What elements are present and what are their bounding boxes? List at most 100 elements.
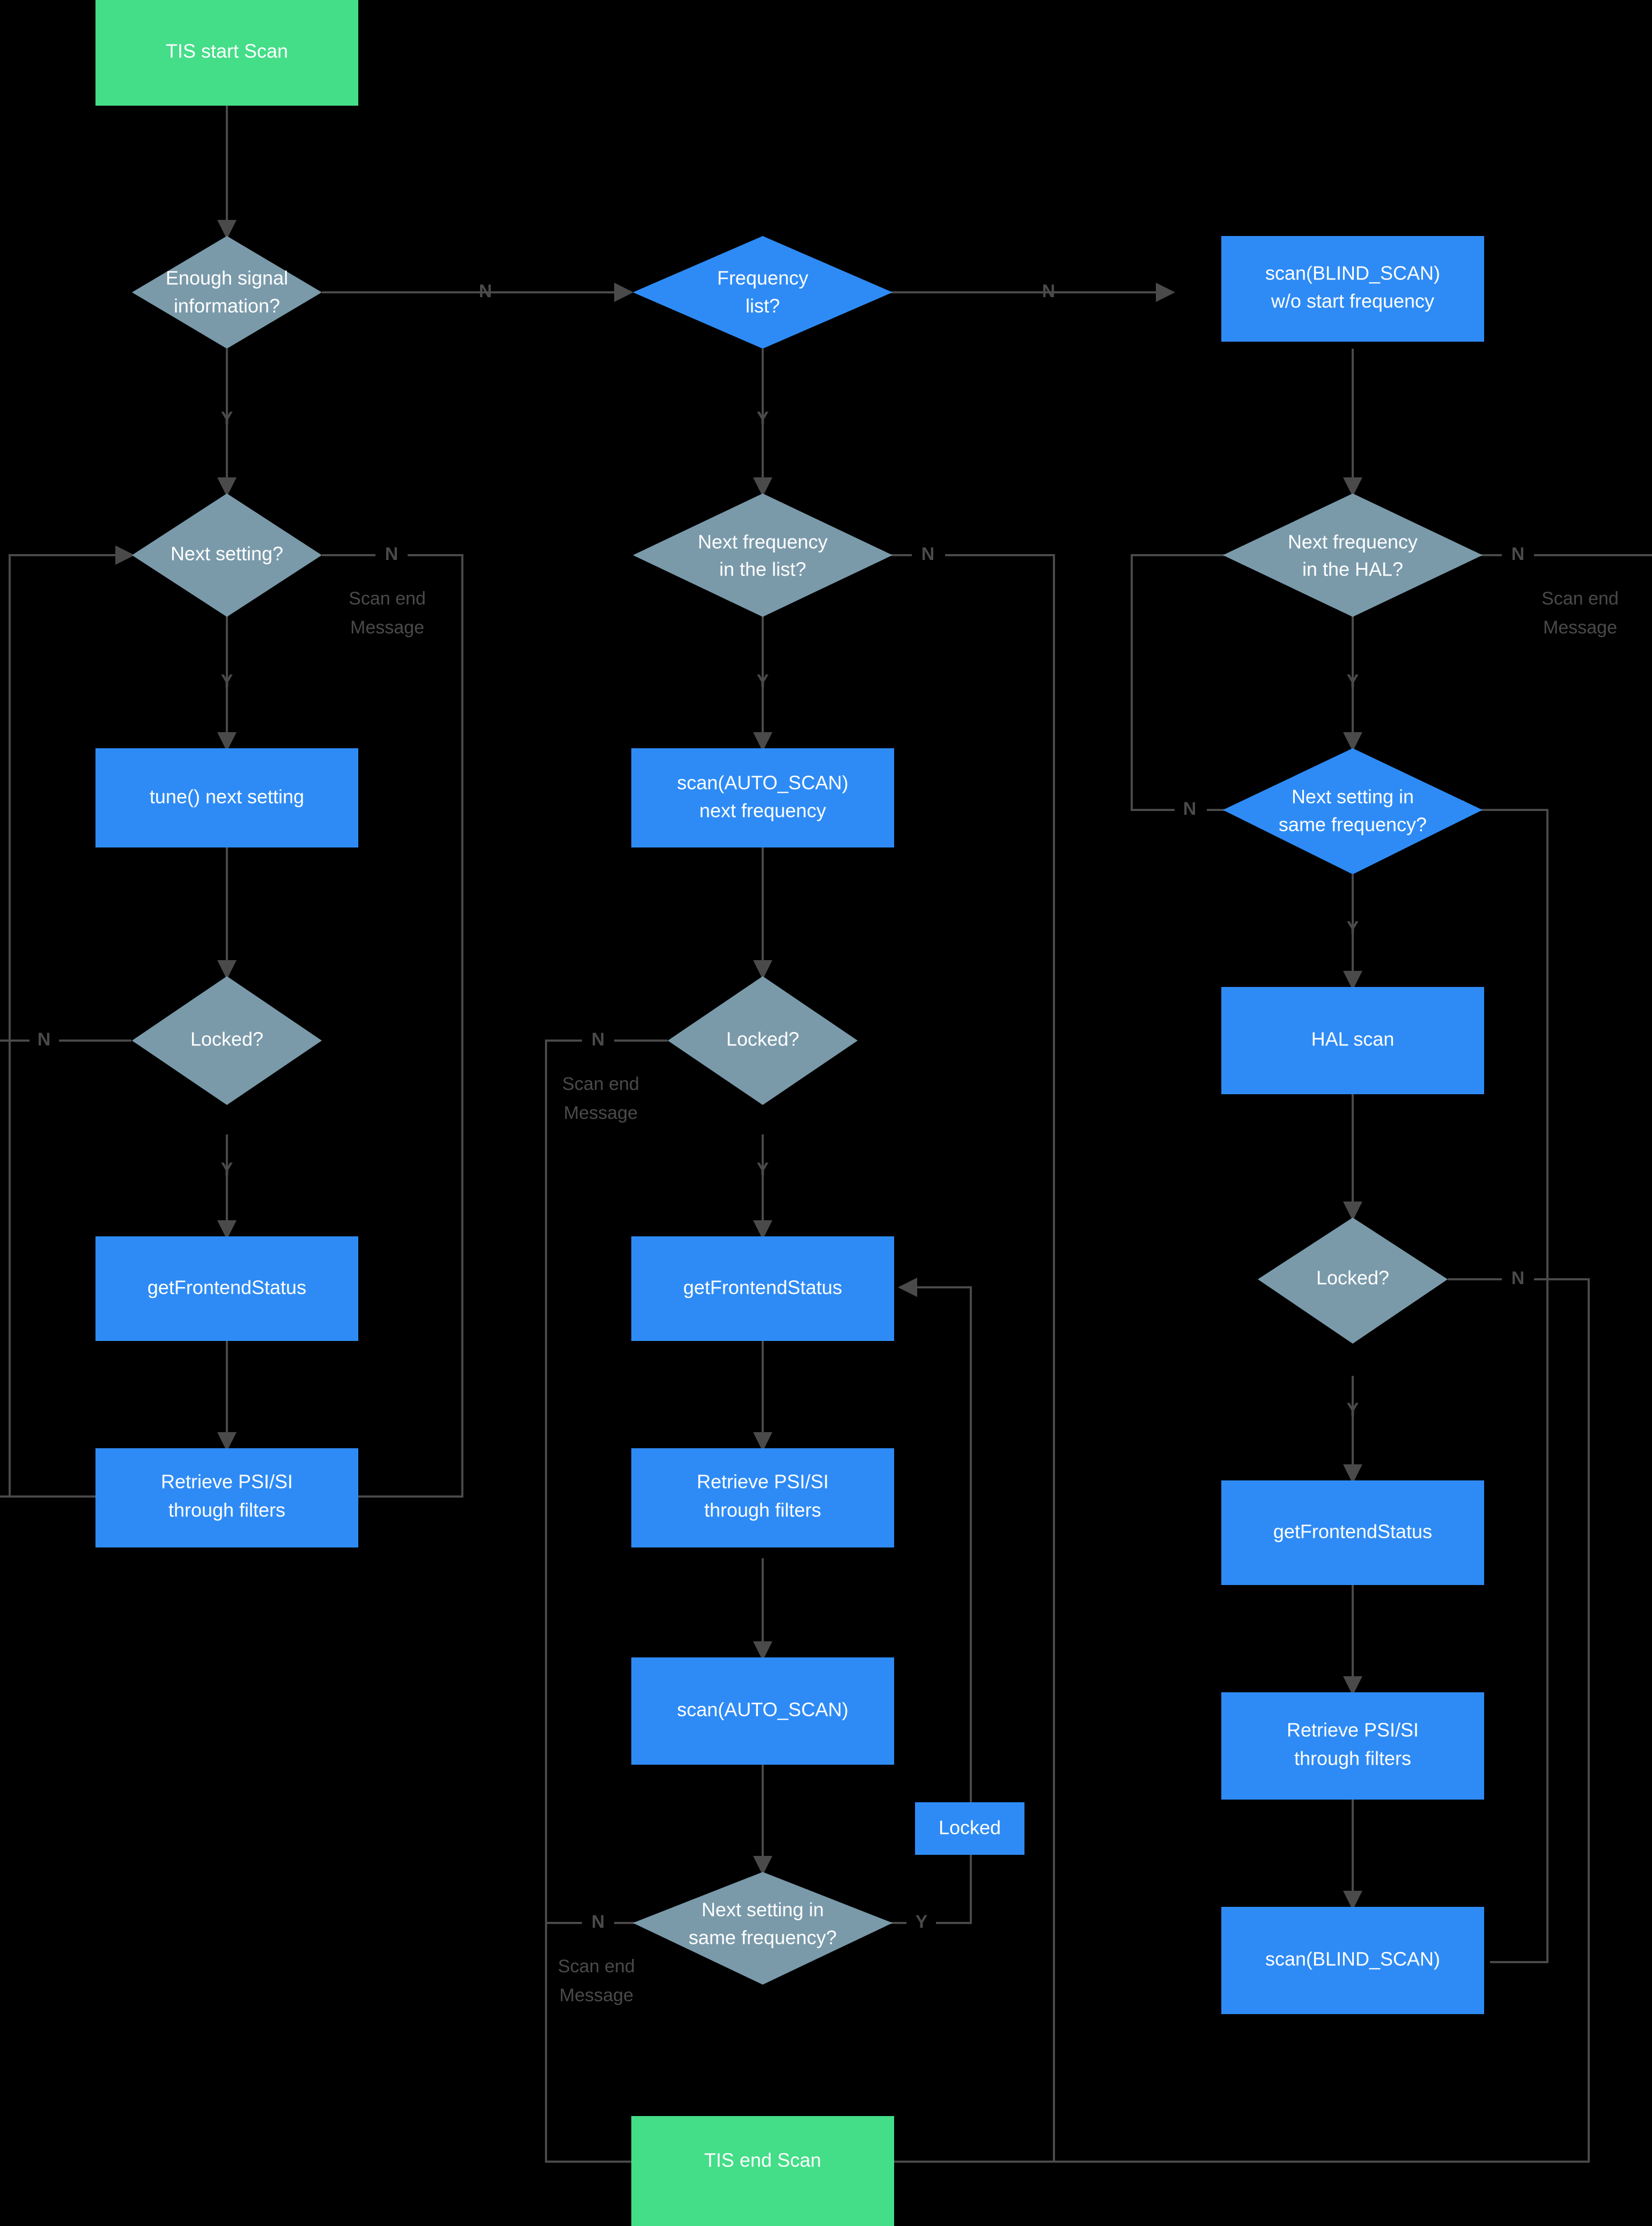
start-shape (95, 0, 358, 106)
locked-right-label: Locked? (1316, 1267, 1389, 1289)
scan-blind-label: scan(BLIND_SCAN) (1265, 1948, 1440, 1970)
note-scan-end-mid2-line2: Message (559, 1985, 633, 2006)
node-scan-blind[interactable]: scan(BLIND_SCAN) (1221, 1907, 1484, 2014)
scan-blind-no-start-line1: scan(BLIND_SCAN) (1265, 262, 1440, 284)
retrieve-psi-right-shape (1221, 1692, 1484, 1800)
hal-scan-shape (1221, 987, 1484, 1094)
node-get-frontend-status-mid[interactable]: getFrontendStatus (631, 1236, 894, 1341)
get-frontend-status-mid-label: getFrontendStatus (683, 1277, 842, 1299)
edge-scan-blind-loopback (1445, 800, 1548, 1963)
edge-label-next-freq-hal-no: N (1511, 544, 1525, 564)
node-next-frequency-in-list[interactable]: Next frequency in the list? (633, 493, 893, 617)
scan-auto-shape (631, 1657, 894, 1765)
edge-locked-right-no-to-end (847, 1278, 1590, 2162)
end-label: TIS end Scan (704, 2149, 821, 2171)
node-frequency-list[interactable]: Frequency list? (633, 236, 893, 349)
next-setting-same-frequency-mid-shape (633, 1872, 893, 1985)
node-scan-auto[interactable]: scan(AUTO_SCAN) (631, 1657, 894, 1765)
edge-label-next-setting-yes: Y (221, 671, 233, 691)
node-retrieve-psi-right[interactable]: Retrieve PSI/SI through filters (1221, 1692, 1484, 1800)
get-frontend-status-left-shape (95, 1236, 358, 1341)
retrieve-psi-mid-line1: Retrieve PSI/SI (697, 1471, 829, 1493)
edge-label-next-setting-no: N (385, 544, 399, 564)
edge-label-locked-mid-yes: Y (757, 1159, 769, 1180)
node-next-setting[interactable]: Next setting? (132, 493, 322, 617)
tune-next-setting-label: tune() next setting (150, 786, 304, 808)
note-scan-end-mid-line2: Message (564, 1103, 638, 1123)
node-locked-badge[interactable]: Locked (915, 1802, 1024, 1855)
get-frontend-status-mid-shape (631, 1236, 894, 1341)
edge-label-next-setting-right-yes: Y (1347, 918, 1359, 938)
hal-scan-label: HAL scan (1311, 1028, 1395, 1050)
next-setting-same-frequency-right-shape (1223, 748, 1483, 874)
locked-badge-label: Locked (939, 1817, 1001, 1839)
next-setting-shape (132, 493, 322, 617)
next-frequency-in-hal-shape (1223, 493, 1483, 617)
edge-label-enough-signal-no: N (479, 281, 492, 301)
enough-signal-label-line2: information? (174, 295, 280, 317)
locked-left-label: Locked? (190, 1028, 263, 1050)
scan-auto-label: scan(AUTO_SCAN) (677, 1699, 848, 1721)
edge-label-frequency-list-no: N (1042, 281, 1056, 301)
retrieve-psi-mid-line2: through filters (704, 1499, 821, 1521)
node-locked-mid[interactable]: Locked? (668, 976, 858, 1105)
scan-blind-no-start-line2: w/o start frequency (1271, 290, 1434, 312)
retrieve-psi-left-line1: Retrieve PSI/SI (161, 1471, 293, 1493)
edge-label-next-setting-right-no: N (1183, 799, 1197, 819)
node-next-setting-same-frequency-right[interactable]: Next setting in same frequency? (1223, 748, 1483, 874)
node-next-frequency-in-hal[interactable]: Next frequency in the HAL? (1223, 493, 1483, 617)
retrieve-psi-right-line1: Retrieve PSI/SI (1287, 1719, 1419, 1741)
node-end[interactable]: TIS end Scan (631, 2116, 894, 2226)
node-get-frontend-status-left[interactable]: getFrontendStatus (95, 1236, 358, 1341)
scan-auto-next-frequency-line2: next frequency (699, 800, 826, 822)
edge-label-next-freq-list-no: N (921, 544, 935, 564)
note-scan-end-mid2-line1: Scan end (558, 1956, 635, 1977)
node-tune-next-setting[interactable]: tune() next setting (95, 748, 358, 847)
locked-mid-shape (668, 976, 858, 1105)
node-start[interactable]: TIS start Scan (95, 0, 358, 106)
retrieve-psi-right-line2: through filters (1294, 1748, 1411, 1770)
retrieve-psi-left-line2: through filters (168, 1499, 285, 1521)
node-scan-auto-next-frequency[interactable]: scan(AUTO_SCAN) next frequency (631, 748, 894, 847)
node-enough-signal[interactable]: Enough signal information? (132, 236, 322, 349)
locked-left-shape (132, 976, 322, 1105)
start-label: TIS start Scan (166, 40, 288, 62)
frequency-list-line1: Frequency (717, 267, 808, 289)
next-frequency-in-hal-line2: in the HAL? (1302, 558, 1403, 580)
frequency-list-line2: list? (746, 295, 780, 317)
tune-next-setting-shape (95, 748, 358, 847)
node-locked-right[interactable]: Locked? (1258, 1218, 1448, 1344)
locked-badge-shape (915, 1802, 1024, 1855)
edge-next-setting-right-no-loop (1131, 555, 1258, 811)
scan-blind-shape (1221, 1907, 1484, 2014)
node-retrieve-psi-mid[interactable]: Retrieve PSI/SI through filters (631, 1448, 894, 1547)
next-frequency-in-list-shape (633, 493, 893, 617)
node-get-frontend-status-right[interactable]: getFrontendStatus (1221, 1480, 1484, 1585)
node-locked-left[interactable]: Locked? (132, 976, 322, 1105)
edge-label-next-freq-hal-yes: Y (1347, 671, 1359, 691)
edges (0, 106, 1652, 2162)
scan-auto-next-frequency-shape (631, 748, 894, 847)
edge-label-locked-left-no: N (38, 1029, 51, 1050)
next-setting-same-frequency-mid-line2: same frequency? (689, 1927, 837, 1949)
node-scan-blind-no-start-frequency[interactable]: scan(BLIND_SCAN) w/o start frequency (1221, 236, 1484, 342)
node-retrieve-psi-left[interactable]: Retrieve PSI/SI through filters (95, 1448, 358, 1547)
node-next-setting-same-frequency-mid[interactable]: Next setting in same frequency? (633, 1872, 893, 1985)
get-frontend-status-right-label: getFrontendStatus (1273, 1521, 1432, 1543)
note-scan-end-mid-line1: Scan end (562, 1074, 639, 1094)
node-hal-scan[interactable]: HAL scan (1221, 987, 1484, 1094)
locked-mid-label: Locked? (726, 1028, 799, 1050)
scan-auto-next-frequency-line1: scan(AUTO_SCAN) (677, 772, 848, 794)
edge-label-locked-left-yes: Y (221, 1159, 233, 1180)
next-setting-same-frequency-right-line1: Next setting in (1292, 786, 1414, 808)
edge-label-next-setting-mid-no: N (592, 1912, 605, 1932)
scan-blind-no-start-shape (1221, 236, 1484, 342)
note-scan-end-right-line1: Scan end (1542, 588, 1619, 609)
get-frontend-status-right-shape (1221, 1480, 1484, 1585)
locked-right-shape (1258, 1218, 1448, 1344)
next-frequency-in-hal-line1: Next frequency (1288, 531, 1418, 553)
next-setting-same-frequency-right-line2: same frequency? (1279, 814, 1427, 836)
edge-label-frequency-list-yes: Y (757, 408, 769, 429)
